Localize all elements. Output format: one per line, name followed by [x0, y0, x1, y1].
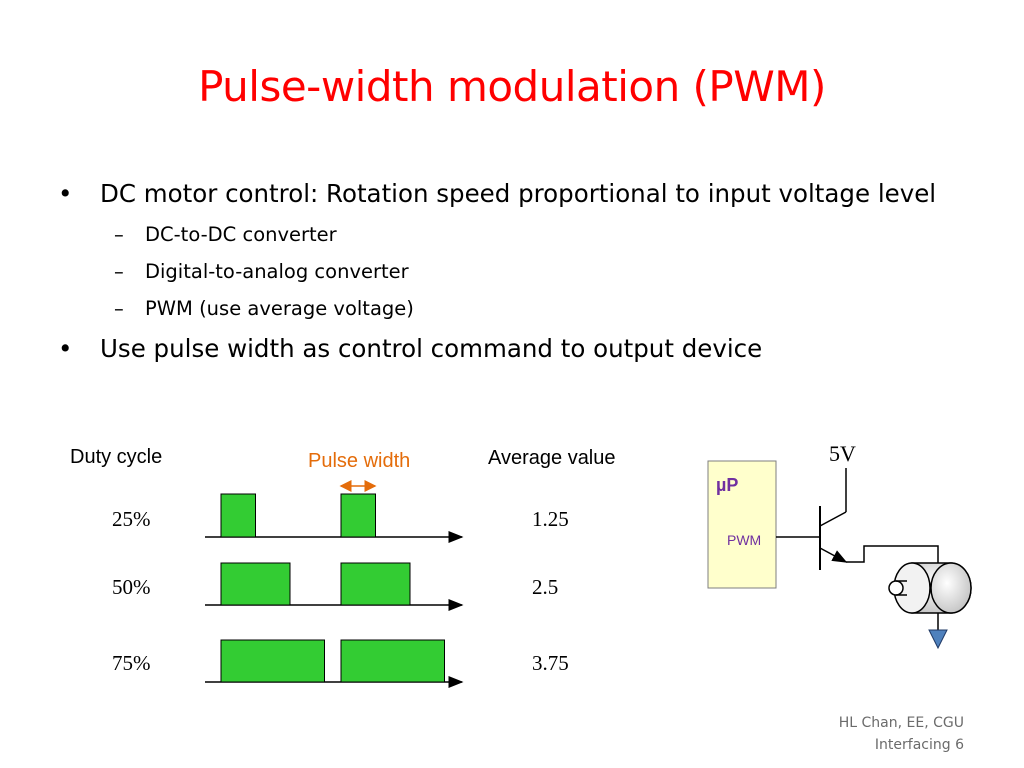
- sub-bullet-item: – Digital-to-analog converter: [58, 253, 938, 290]
- bullet-list: • DC motor control: Rotation speed propo…: [58, 176, 938, 371]
- microprocessor-box: [707, 460, 777, 589]
- pwm-pulse: [340, 639, 445, 683]
- ground-symbol: [928, 629, 948, 650]
- dc-motor: [888, 562, 972, 614]
- pulse-trains: [205, 493, 464, 688]
- sub-bullet-marker: –: [114, 260, 124, 283]
- pwm-pulse: [340, 493, 376, 538]
- pulse-width-label: Pulse width: [308, 450, 411, 472]
- bullet-marker: •: [58, 179, 73, 208]
- bullet-item: • DC motor control: Rotation speed propo…: [58, 176, 938, 212]
- sub-bullet-item: – DC-to-DC converter: [58, 216, 938, 253]
- duty-cycle-label: Duty cycle: [70, 446, 163, 468]
- sub-bullet-marker: –: [114, 223, 124, 246]
- average-value-label: Average value: [488, 447, 616, 469]
- average-value: 2.5: [532, 575, 559, 599]
- sub-bullet-item: – PWM (use average voltage): [58, 290, 938, 327]
- bullet-text: DC motor control: Rotation speed proport…: [100, 179, 937, 208]
- pwm-pulse: [220, 639, 325, 683]
- slide-title: Pulse-width modulation (PWM): [198, 62, 826, 111]
- average-value: 3.75: [532, 651, 569, 675]
- duty-cycle-value: 25%: [112, 507, 151, 531]
- duty-cycle-value: 50%: [112, 575, 151, 599]
- bullet-item: • Use pulse width as control command to …: [58, 331, 938, 367]
- footer-page: Interfacing 6: [874, 737, 964, 753]
- duty-cycle-value: 75%: [112, 651, 151, 675]
- supply-voltage-label: 5V: [829, 441, 856, 466]
- average-value: 1.25: [532, 507, 569, 531]
- pwm-pulse: [220, 493, 256, 538]
- motor-wire: [846, 545, 939, 563]
- sub-bullet-text: Digital-to-analog converter: [145, 260, 409, 283]
- microprocessor-label: µP: [716, 475, 738, 495]
- pwm-pin-label: PWM: [727, 532, 761, 548]
- pwm-pulse: [220, 562, 291, 606]
- bullet-text: Use pulse width as control command to ou…: [100, 334, 763, 363]
- sub-bullet-marker: –: [114, 297, 124, 320]
- circuit-diagram: µP PWM 5V: [707, 441, 972, 650]
- transistor-emitter: [819, 547, 848, 563]
- bullet-marker: •: [58, 334, 73, 363]
- sub-bullet-text: PWM (use average voltage): [145, 297, 414, 320]
- slide-footer: HL Chan, EE, CGU Interfacing 6: [839, 712, 964, 756]
- sub-bullet-text: DC-to-DC converter: [145, 223, 337, 246]
- footer-author: HL Chan, EE, CGU: [838, 715, 964, 731]
- transistor-collector: [819, 511, 847, 527]
- pwm-pulse: [340, 562, 411, 606]
